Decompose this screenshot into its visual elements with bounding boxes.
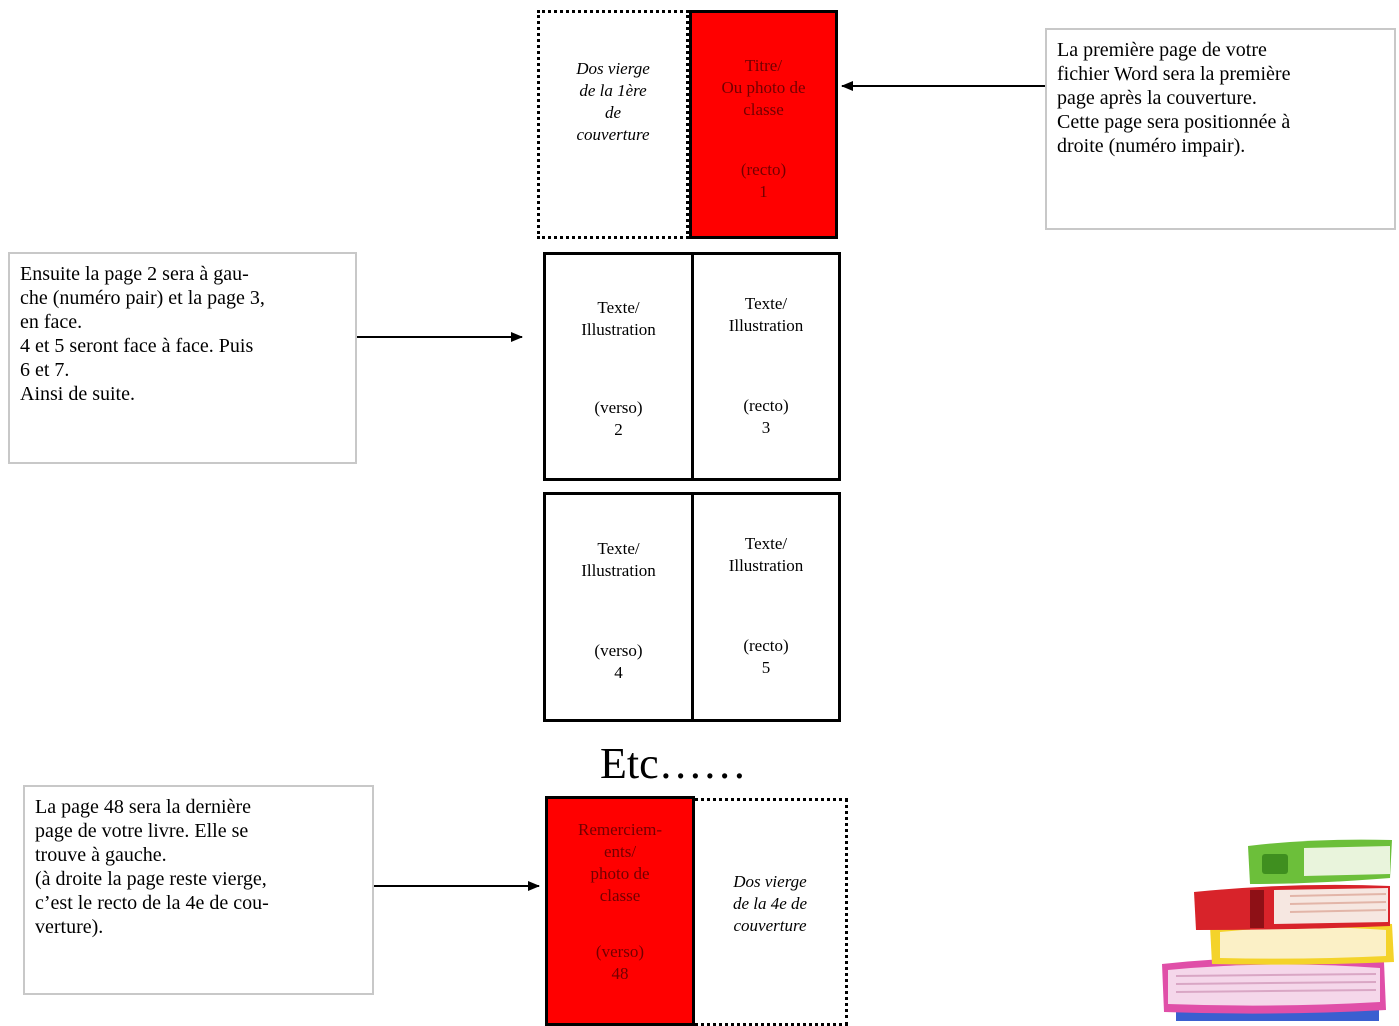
title-page-number: 1 <box>759 182 768 201</box>
page-4-label: Texte/ Illustration <box>581 539 656 580</box>
last-page-label: Remerciem- ents/ photo de classe <box>577 820 662 905</box>
title-page-side: (recto) <box>740 160 787 179</box>
page-2-side: (verso) <box>594 398 643 417</box>
blank-cover-back-page: Dos vierge de la 1ère de couverture <box>537 10 689 239</box>
last-page: Remerciem- ents/ photo de classe (verso)… <box>545 796 695 1026</box>
page-3-number: 3 <box>761 418 771 437</box>
last-page-number: 48 <box>611 964 629 983</box>
blank-back-cover-label: Dos vierge de la 4e de couverture <box>732 872 808 935</box>
page-5-label: Texte/ Illustration <box>728 534 804 575</box>
note-last-page: La page 48 sera la dernière page de votr… <box>23 785 374 995</box>
blank-cover-label: Dos vierge de la 1ère de couverture <box>576 59 650 144</box>
last-page-side: (verso) <box>595 942 645 961</box>
title-page-label: Titre/ Ou photo de classe <box>721 56 806 119</box>
blank-back-cover-page: Dos vierge de la 4e de couverture <box>695 798 848 1026</box>
page-5: Texte/ Illustration (recto) 5 <box>691 492 841 722</box>
page-4-side: (verso) <box>594 641 643 660</box>
page-3-label: Texte/ Illustration <box>728 294 804 335</box>
title-page: Titre/ Ou photo de classe (recto) 1 <box>689 10 838 239</box>
page-5-number: 5 <box>761 658 771 677</box>
page-2-number: 2 <box>614 420 623 439</box>
page-4: Texte/ Illustration (verso) 4 <box>543 492 694 722</box>
note-next-pages: Ensuite la page 2 sera à gau- che (numér… <box>8 252 357 464</box>
page-3: Texte/ Illustration (recto) 3 <box>691 252 841 481</box>
page-2-label: Texte/ Illustration <box>581 298 656 339</box>
page-5-side: (recto) <box>743 636 789 655</box>
page-3-side: (recto) <box>743 396 789 415</box>
etc-label: Etc…… <box>600 739 747 788</box>
page-4-number: 4 <box>614 663 623 682</box>
stack-of-books-icon <box>1162 839 1394 1021</box>
note-first-page: La première page de votre fichier Word s… <box>1045 28 1396 230</box>
